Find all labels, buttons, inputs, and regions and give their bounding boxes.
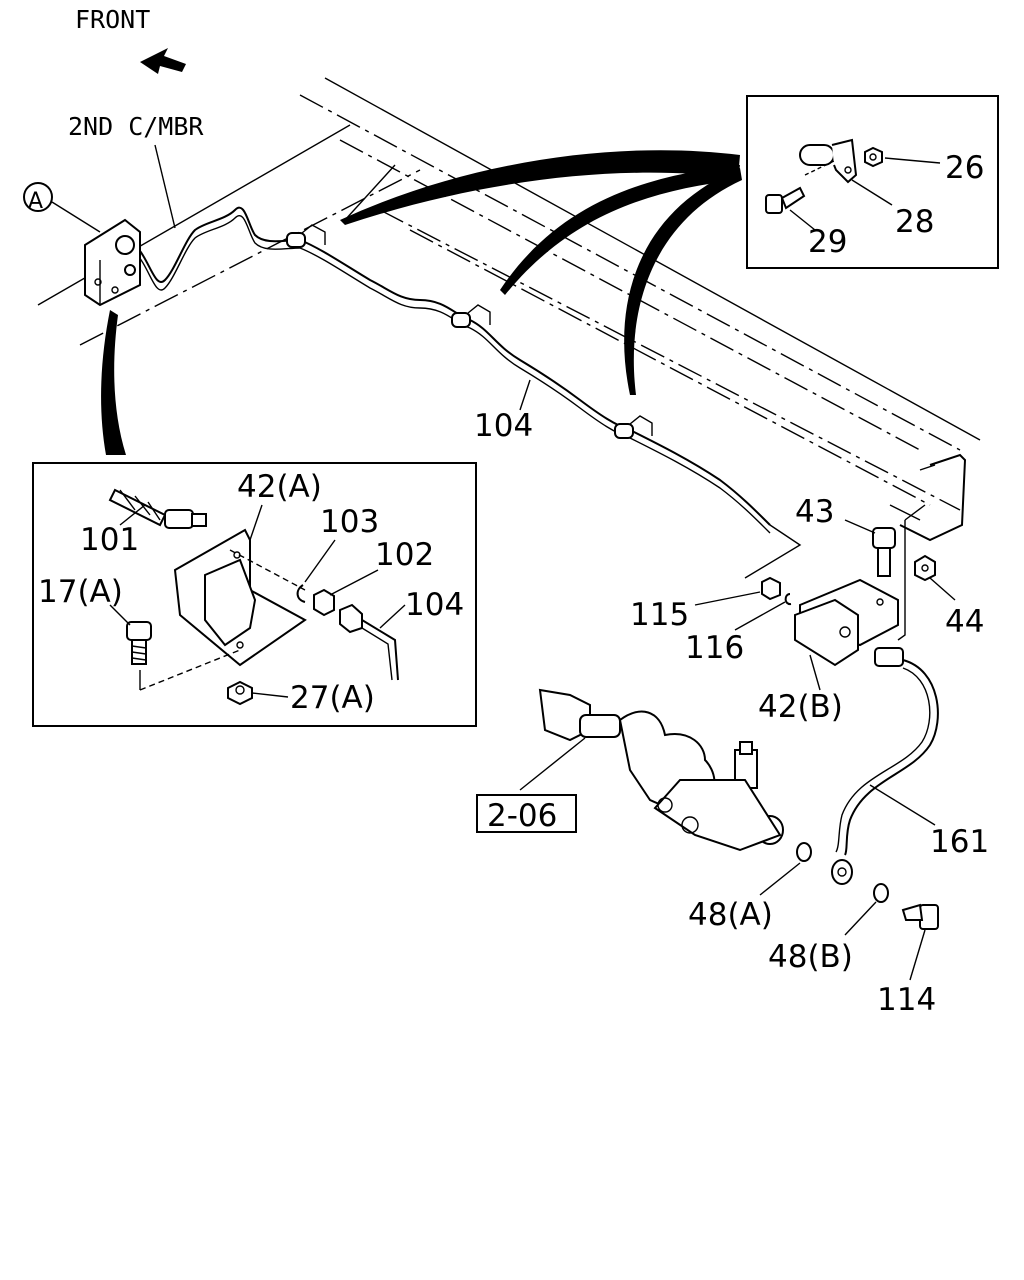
bolt-29 [765, 186, 806, 214]
label-115: 115 [630, 597, 689, 633]
label-48b: 48(B) [768, 939, 853, 975]
master-cylinder [538, 688, 784, 852]
label-27a: 27(A) [290, 680, 375, 716]
label-161: 161 [930, 824, 989, 860]
label-29: 29 [808, 224, 847, 260]
label-17a: 17(A) [38, 574, 123, 610]
washer-48a [796, 842, 812, 862]
label-114: 114 [877, 982, 936, 1018]
nut-102 [313, 588, 335, 617]
leader-swoosh-detail-a [101, 310, 126, 455]
bolt-43 [872, 527, 896, 577]
clip-2 [451, 304, 491, 328]
detail-box-a [32, 462, 477, 727]
marker-a-letter: A [28, 189, 43, 214]
ref-box-206 [476, 794, 577, 833]
label-ref-206: 2-06 [487, 798, 557, 834]
clip-3 [614, 415, 653, 439]
label-44: 44 [945, 604, 984, 640]
label-101: 101 [80, 522, 139, 558]
label-43: 43 [795, 494, 834, 530]
clip-1 [286, 224, 326, 248]
label-102: 102 [375, 537, 434, 573]
nut-26 [864, 146, 883, 168]
bolt-114 [901, 903, 939, 930]
bracket-42b [794, 578, 899, 667]
label-28: 28 [895, 204, 934, 240]
marker-a-circle [23, 182, 53, 212]
label-104-detail: 104 [405, 587, 464, 623]
marker-a-leader [51, 201, 101, 233]
member-label: 2ND C/MBR [68, 112, 204, 141]
washer-48b [873, 883, 889, 903]
detail-box-clip [746, 95, 999, 269]
leader-swoosh-detail-b [340, 150, 742, 395]
pipe-end-104-detail [339, 603, 399, 681]
bolt-17a [126, 621, 152, 665]
nut-115 [761, 576, 781, 601]
nut-44 [914, 554, 936, 582]
hose-101 [108, 488, 207, 529]
front-arrow-icon [140, 48, 186, 74]
label-104-main: 104 [474, 408, 533, 444]
bracket-42a [173, 528, 307, 667]
clip-103 [296, 584, 306, 603]
member-leader [154, 144, 176, 229]
label-48a: 48(A) [688, 897, 773, 933]
label-116: 116 [685, 630, 744, 666]
label-42b: 42(B) [758, 689, 843, 725]
hose-161 [831, 647, 939, 885]
label-103: 103 [320, 504, 379, 540]
nut-27a [227, 680, 253, 706]
washer-116 [784, 593, 792, 606]
front-label: FRONT [75, 5, 150, 34]
bracket-a [84, 218, 141, 307]
label-42a: 42(A) [237, 469, 322, 505]
clamp-28 [799, 138, 858, 184]
label-26: 26 [945, 150, 984, 186]
